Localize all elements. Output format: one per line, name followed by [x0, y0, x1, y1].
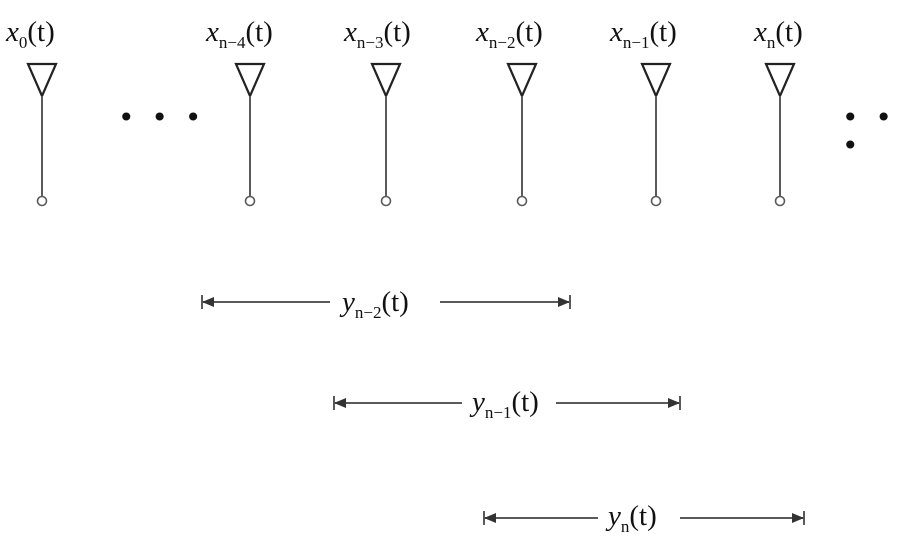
span-arrowhead-left-yn	[484, 513, 496, 523]
antenna-label-xn-3: xn−3(t)	[344, 16, 411, 52]
antenna-terminal-xn	[774, 195, 786, 207]
span-arrowhead-right-yn	[792, 513, 804, 523]
antenna-terminal-xn-3	[380, 195, 392, 207]
antenna-triangle-x0	[26, 62, 58, 99]
antenna-label-xn-2: xn−2(t)	[476, 16, 543, 52]
span-label-yn-1: yn−1(t)	[468, 388, 543, 421]
antenna-triangle-xn-2	[506, 62, 538, 99]
span-label-yn-2: yn−2(t)	[338, 288, 413, 321]
span-label-yn: yn(t)	[604, 502, 661, 535]
antenna-terminal-x0	[36, 195, 48, 207]
span-arrowhead-left-yn-1	[334, 398, 346, 408]
span-arrowhead-right-yn-2	[558, 297, 570, 307]
antenna-triangle-xn-1	[640, 62, 672, 99]
span-arrowhead-left-yn-2	[202, 297, 214, 307]
ellipsis-right: • • •	[842, 101, 896, 162]
antenna-label-xn: xn(t)	[754, 16, 803, 52]
antenna-triangle-xn-3	[370, 62, 402, 99]
antenna-terminal-xn-4	[244, 195, 256, 207]
antenna-triangle-xn-4	[234, 62, 266, 99]
antenna-label-xn-1: xn−1(t)	[610, 16, 677, 52]
antenna-terminal-xn-1	[650, 195, 662, 207]
ellipsis-left: • • •	[118, 101, 206, 134]
antenna-label-x0: x0(t)	[6, 16, 55, 52]
antenna-label-xn-4: xn−4(t)	[206, 16, 273, 52]
antenna-triangle-xn	[764, 62, 796, 99]
span-arrowhead-right-yn-1	[668, 398, 680, 408]
antenna-terminal-xn-2	[516, 195, 528, 207]
